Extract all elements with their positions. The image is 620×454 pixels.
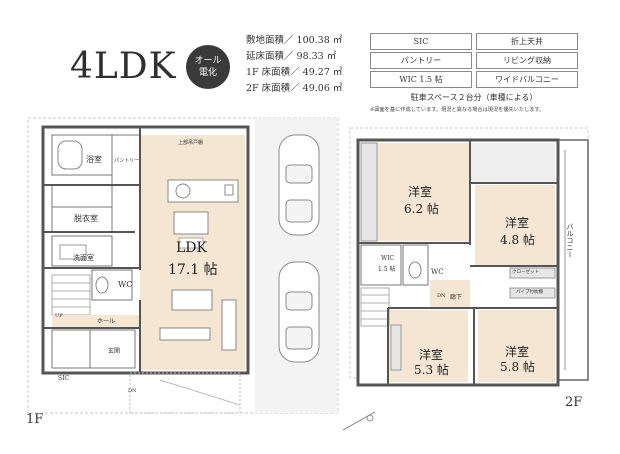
dressing-label: 脱衣室 (74, 214, 98, 223)
bathtub-icon (57, 140, 83, 170)
feature-pantry: パントリー (370, 52, 472, 69)
feature-living-storage: リビング収納 (476, 52, 578, 69)
pantry-label: パントリー (114, 158, 140, 164)
wc-room-1f (91, 269, 133, 301)
wc-label-2f: WC (431, 268, 444, 276)
sofa (159, 327, 211, 341)
room1-closet (360, 142, 378, 242)
feature-wide-balcony: ワイドバルコニー (476, 71, 578, 88)
dining-chair (178, 237, 204, 249)
sic-room (51, 329, 91, 369)
closet-label-room2: クローゼット (512, 270, 539, 275)
room4-label: 洋室 (505, 345, 530, 359)
site-boundary-1f (27, 117, 339, 414)
toilet-icon-1f (95, 276, 109, 294)
wc-label-1f: WC (118, 280, 133, 289)
hall-floor-2f (430, 280, 470, 308)
interior-walls-2f (358, 140, 558, 385)
interior-walls-1f (43, 127, 141, 373)
bath-label: 浴室 (86, 155, 102, 164)
feature-grid: SIC 折上天井 パントリー リビング収納 WIC 1.5 帖 ワイドバルコニー… (370, 33, 578, 105)
dining-table (173, 211, 209, 235)
kitchen-counter (167, 179, 239, 203)
room4-closet (509, 287, 556, 299)
entrance-room (89, 329, 136, 369)
car-icon-1 (278, 134, 320, 236)
car-icon-2 (278, 261, 320, 363)
room4-floor (478, 310, 555, 382)
north-arrow-icon (342, 411, 376, 431)
site-area: 敷地面積／ 100.38 ㎡ (246, 35, 343, 46)
pipe-shelf-label: パイプ付枕棚 (516, 290, 543, 295)
wc-room-2f (402, 244, 429, 286)
dn-label-1f: DN (128, 388, 137, 394)
approach-area (129, 372, 241, 414)
up-label-1f: UP (55, 313, 63, 319)
feature-wic: WIC 1.5 帖 (370, 71, 472, 88)
disclaimer-note: ※図面を基に作成しています。現況と異なる場合は現況を優先いたします。 (370, 107, 545, 113)
washroom (51, 235, 113, 267)
hall-label-2f: 廊下 (450, 294, 463, 301)
stairs-1f (51, 274, 91, 316)
balcony-label: バルコニー (566, 223, 574, 258)
upper-cabinet-label: 上部吊戸棚 (178, 140, 204, 146)
room1-label: 洋室 (408, 185, 433, 199)
room2-floor (475, 185, 555, 265)
sink-icon (175, 183, 191, 199)
wic-room (360, 244, 402, 286)
dn-label-2f: DN (437, 293, 446, 299)
washbasin-icon (59, 244, 87, 260)
dressing-room (51, 206, 113, 233)
room1-floor (377, 143, 469, 241)
room3-size: 5.3 帖 (414, 363, 449, 377)
room4-size: 5.8 帖 (500, 360, 535, 374)
total-floor-area: 延床面積／ 98.33 ㎡ (246, 51, 337, 62)
wic-size: 1.5 帖 (378, 266, 396, 273)
floor-label-1f: 1F (26, 412, 44, 427)
room2-closet (509, 267, 556, 279)
room3-label: 洋室 (419, 348, 444, 362)
floor-label-2f: 2F (565, 395, 583, 410)
feature-parking: 駐車スペース２台分（車種による） (410, 93, 538, 102)
ldk-size: 17.1 帖 (168, 262, 218, 278)
hall-floor-1f (52, 315, 140, 327)
washroom-label: 洗面室 (73, 254, 94, 262)
upper-void (470, 143, 555, 183)
stove-icon (224, 184, 234, 196)
ldk-label: LDK (176, 240, 207, 256)
room1-size: 6.2 帖 (404, 202, 439, 216)
stairs-2f (360, 287, 390, 327)
hall-label-1f: ホール (97, 318, 116, 325)
plan-type-title: 4LDK (70, 46, 177, 87)
second-floor-area: 2F 床面積／ 49.06 ㎡ (246, 83, 343, 94)
room2-size: 4.8 帖 (500, 233, 535, 247)
tv-board (221, 299, 237, 351)
badge-line-2: 電化 (198, 68, 217, 78)
feature-coved-ceiling: 折上天井 (476, 33, 578, 50)
balcony (557, 139, 589, 381)
sic-label: SIC (58, 375, 70, 382)
living-table (171, 289, 213, 311)
toilet-icon-2f (408, 261, 422, 279)
room3-closet (390, 324, 402, 371)
all-electric-badge: オール 電化 (186, 45, 230, 89)
feature-sic: SIC (370, 33, 472, 50)
wic-label: WIC (381, 255, 395, 262)
area-list: 敷地面積／ 100.38 ㎡ 延床面積／ 98.33 ㎡ 1F 床面積／ 49.… (246, 33, 342, 97)
first-floor-area: 1F 床面積／ 49.27 ㎡ (246, 67, 343, 78)
room2-label: 洋室 (505, 216, 530, 230)
approach-line (159, 379, 241, 406)
badge-line-1: オール (194, 56, 222, 66)
entrance-label: 玄関 (108, 348, 121, 355)
dressing-storage (51, 184, 113, 208)
